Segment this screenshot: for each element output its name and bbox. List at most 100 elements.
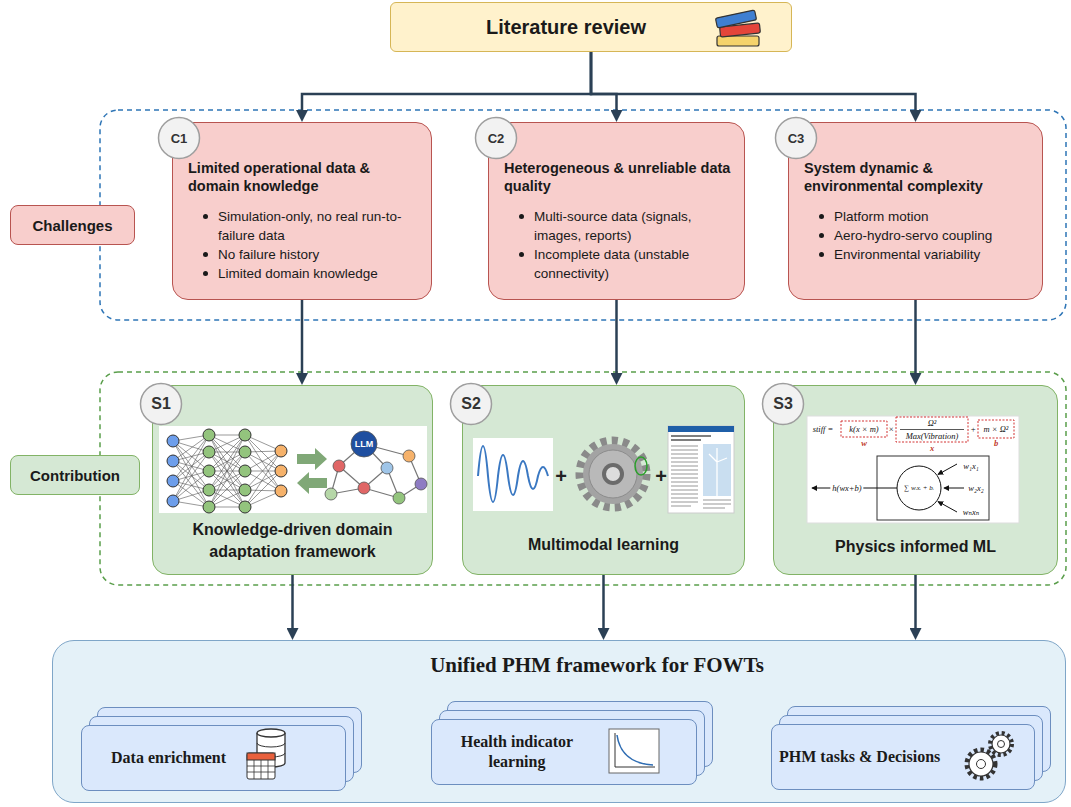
text-holder: Health indicator learning [431, 719, 603, 785]
graph-node [393, 492, 405, 504]
text-holder: C1 [157, 116, 201, 160]
formula-term: m × Ω² [984, 424, 1009, 434]
flow-arrow [591, 52, 617, 116]
network-picture [159, 426, 427, 513]
gear-teeth [967, 750, 995, 778]
badge-circle: S2 [449, 382, 493, 426]
flow-arrow [591, 52, 916, 116]
book [717, 36, 759, 46]
text-holder: S2 [449, 382, 493, 426]
box-label: Literature review [486, 16, 646, 39]
row-label: Contribution [10, 455, 140, 495]
book [715, 10, 756, 28]
badge-circle: S1 [139, 382, 183, 426]
badge-circle-outline [141, 384, 182, 425]
formula-term: k(x × m) [849, 424, 878, 434]
badge-circle: C1 [157, 116, 201, 160]
badge-number: C1 [171, 131, 188, 146]
bullet-item: Platform motion [818, 207, 1030, 226]
formula-picture [807, 416, 1019, 523]
bullet-item: No failure history [202, 245, 419, 264]
badge-circle: S3 [761, 382, 805, 426]
formula-operator: + [970, 424, 976, 434]
term-frame [978, 420, 1014, 438]
gear-body [969, 752, 993, 776]
flow-arrow [615, 300, 618, 379]
gear-teeth [580, 441, 646, 507]
text-holder: Physics informed ML [774, 526, 1057, 568]
flow-arrow [914, 300, 917, 379]
hidden-neuron [203, 501, 215, 513]
turbine-sketch [709, 448, 727, 496]
input-neuron [167, 475, 179, 487]
badge-number: S3 [773, 393, 793, 415]
signal-ground [473, 438, 553, 511]
badge-number: C2 [488, 131, 505, 146]
calendar-grid [247, 760, 275, 779]
formula-operator: × [888, 424, 894, 434]
hidden-neuron [203, 465, 215, 477]
term-frame [896, 417, 968, 442]
challenge-box: Limited operational data & domain knowle… [172, 122, 432, 300]
text-holder: Data enrichment [111, 725, 246, 791]
challenge-region [100, 110, 1066, 320]
output-neuron [275, 485, 287, 497]
page-heading [671, 436, 711, 440]
gear-face [589, 450, 637, 498]
text-holder: C3 [774, 116, 818, 160]
decay-curve [617, 735, 653, 765]
gear-body [992, 735, 1010, 753]
contribution-box: Physics informed ML S3 stiff = k(x × m) × Ω² M… [773, 385, 1058, 575]
term-symbol: w [861, 438, 867, 448]
hidden-neuron [239, 446, 251, 458]
neuron-circle [897, 466, 941, 510]
graph-node [325, 488, 337, 500]
text-holder: S3 [761, 382, 805, 426]
challenge-box: Heterogeneous & unreliable data qualityM… [488, 122, 745, 300]
formula-term: stiff = [813, 424, 834, 434]
vibration-signal [478, 446, 548, 502]
input-label: wₙxₙ [963, 507, 979, 517]
output-neuron [275, 465, 287, 477]
badge-circle: C2 [474, 116, 518, 160]
gear-bore [606, 467, 620, 481]
text-holder: Multimodal learning [463, 521, 744, 568]
text-holder: Unified PHM framework for FOWTs [53, 653, 1065, 678]
badge-number: C3 [788, 131, 805, 146]
source-box: Literature review [390, 2, 792, 52]
badge-number: S2 [461, 393, 481, 415]
plus-sign: + [555, 466, 567, 486]
formula-term: Max(Vibration) [906, 431, 959, 441]
bullet-item: Aero-hydro-servo coupling [818, 226, 1030, 245]
bullet-item: Limited domain knowledge [202, 264, 419, 283]
input-neuron [167, 435, 179, 447]
row-label: Challenges [10, 205, 135, 245]
bullet-item: Multi-source data (signals, images, repo… [518, 207, 732, 245]
badge-circle-outline [451, 384, 492, 425]
box-label: Multimodal learning [528, 534, 679, 556]
gear-teeth [990, 733, 1012, 755]
flow-arrow [291, 575, 294, 634]
input-label: w₁x₁ [963, 461, 978, 471]
exchange-arrow [297, 472, 327, 494]
bullet-item: Incomplete data (unstable connectivity) [518, 245, 732, 283]
challenge-title: Heterogeneous & unreliable data quality [504, 159, 732, 195]
badge-circle-outline [476, 118, 517, 159]
box-label: Physics informed ML [835, 536, 996, 558]
stacked-step-box: Health indicator learning [431, 701, 713, 785]
page-header [668, 426, 734, 432]
text-holder: Literature review [391, 3, 791, 51]
gear-body [583, 444, 643, 504]
hidden-neuron [203, 429, 215, 441]
formula-term: Ω² [928, 418, 937, 428]
defect-mark [635, 457, 647, 475]
term-symbol: b [994, 438, 998, 448]
contribution-region [100, 372, 1066, 585]
picture-ground [159, 426, 427, 513]
badge-circle-outline [763, 384, 804, 425]
gear-hub [977, 760, 986, 769]
framework-panel: Unified PHM framework for FOWTs Data enr… [52, 640, 1066, 803]
graph-nodes [325, 431, 427, 504]
bullet-item: Simulation-only, no real run-to-failure … [202, 207, 419, 245]
